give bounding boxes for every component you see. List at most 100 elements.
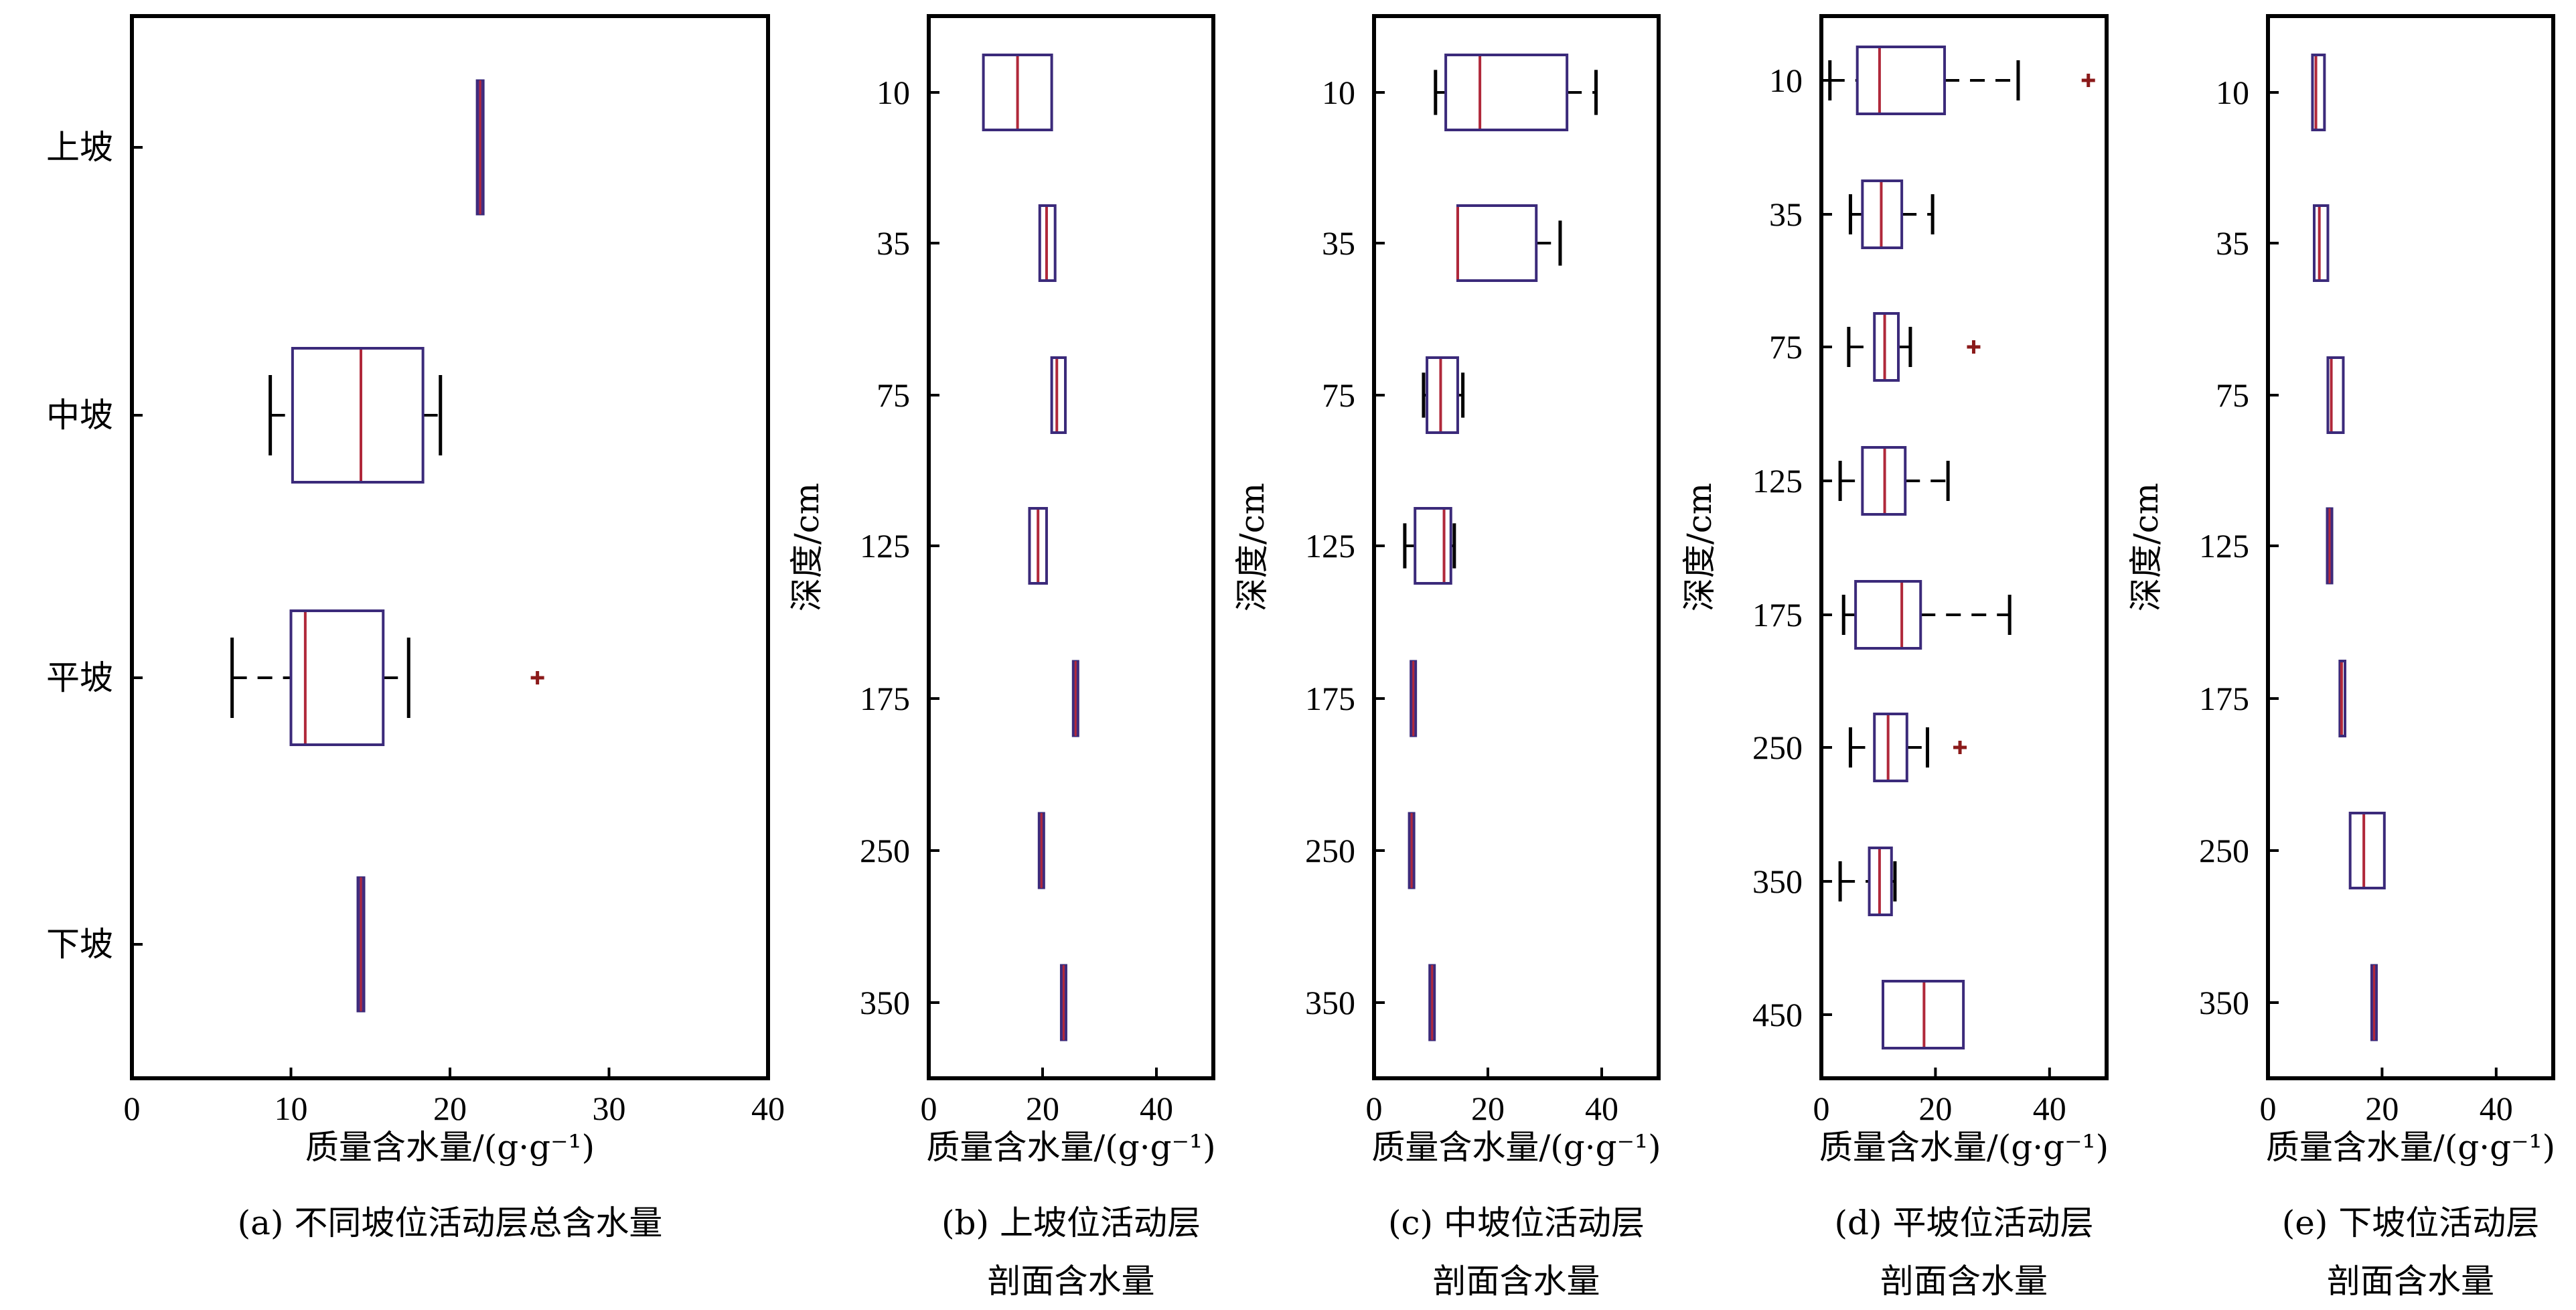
box-350	[1059, 964, 1067, 1041]
x-tick-label: 30	[593, 1090, 626, 1127]
x-tick-label: 0	[124, 1090, 141, 1127]
box-中坡	[269, 347, 443, 484]
box-450	[1882, 980, 1965, 1049]
box-iqr	[2348, 812, 2386, 889]
y-tick-label: 35	[1322, 224, 1355, 262]
box-平坡	[230, 609, 544, 746]
y-tick-label: 35	[2216, 224, 2249, 262]
box-250	[1408, 812, 1416, 889]
box-75	[2326, 356, 2345, 434]
box-iqr	[1456, 204, 1538, 282]
box-iqr	[2338, 660, 2347, 737]
x-tick-label: 20	[1918, 1090, 1952, 1127]
box-iqr	[982, 54, 1053, 131]
box-175	[1841, 580, 2012, 650]
box-iqr	[1861, 179, 1904, 249]
x-tick-label: 0	[1366, 1090, 1383, 1127]
y-tick-label: 35	[877, 224, 910, 262]
box-iqr	[1861, 446, 1907, 516]
box-35	[1456, 204, 1562, 282]
box-10	[1434, 54, 1598, 131]
box-iqr	[1050, 356, 1067, 434]
y-tick-label: 下坡	[46, 925, 113, 964]
box-iqr	[1426, 356, 1459, 434]
y-tick-label: 175	[1305, 680, 1355, 717]
x-axis-title: 质量含水量/(g·g⁻¹)	[926, 1128, 1215, 1167]
box-iqr	[291, 347, 425, 484]
y-axis-title: 深度/cm	[787, 483, 826, 611]
y-tick-label: 75	[1769, 328, 1803, 366]
box-iqr	[2311, 54, 2326, 131]
y-tick-label: 125	[1305, 527, 1355, 565]
y-tick-label: 350	[1305, 984, 1355, 1021]
plot-frame	[2266, 14, 2555, 1080]
box-iqr	[1873, 312, 1900, 382]
box-75	[1422, 356, 1465, 434]
y-tick-label: 250	[1752, 729, 1803, 766]
box-iqr	[1414, 507, 1452, 585]
x-tick-label: 40	[2033, 1090, 2066, 1127]
y-tick-label: 平坡	[46, 658, 113, 697]
x-tick-label: 10	[275, 1090, 308, 1127]
panel-caption: 剖面含水量	[2327, 1262, 2494, 1301]
box-350	[1838, 847, 1897, 916]
plot-frame	[130, 14, 770, 1080]
panel-caption: (b) 上坡位活动层	[941, 1204, 1201, 1242]
box-10	[1828, 46, 2095, 115]
panel-caption: (c) 中坡位活动层	[1388, 1204, 1645, 1242]
y-tick-label: 10	[2216, 74, 2249, 111]
y-tick-label: 75	[877, 376, 910, 414]
x-tick-label: 40	[2480, 1090, 2513, 1127]
box-175	[1410, 660, 1418, 737]
panel-caption: 剖面含水量	[988, 1262, 1155, 1301]
box-iqr	[1868, 847, 1893, 916]
x-axis-title: 质量含水量/(g·g⁻¹)	[1371, 1128, 1661, 1167]
box-35	[2313, 204, 2330, 282]
y-tick-label: 75	[1322, 376, 1355, 414]
y-axis-title: 深度/cm	[2127, 483, 2166, 611]
box-250	[1848, 713, 1967, 782]
panel-caption: (e) 下坡位活动层	[2282, 1204, 2540, 1242]
box-125	[1838, 446, 1950, 516]
x-tick-label: 0	[2260, 1090, 2277, 1127]
box-125	[1028, 507, 1048, 585]
y-tick-label: 350	[2199, 984, 2249, 1021]
box-iqr	[2313, 204, 2330, 282]
panel-caption: 剖面含水量	[1433, 1262, 1600, 1301]
y-tick-label: 250	[1305, 832, 1355, 869]
box-35	[1038, 204, 1057, 282]
y-tick-label: 250	[2199, 832, 2249, 869]
box-35	[1848, 179, 1935, 249]
y-tick-label: 125	[1752, 462, 1803, 500]
y-axis-title: 深度/cm	[1233, 483, 1272, 611]
outlier-point	[530, 671, 544, 684]
x-axis-title: 质量含水量/(g·g⁻¹)	[1819, 1128, 2109, 1167]
box-175	[2338, 660, 2347, 737]
x-tick-label: 40	[751, 1090, 785, 1127]
box-250	[1037, 812, 1045, 889]
y-tick-label: 175	[860, 680, 910, 717]
box-125	[1403, 507, 1456, 585]
box-125	[2326, 507, 2334, 585]
y-axis-title: 深度/cm	[1680, 483, 1719, 611]
box-iqr	[1854, 580, 1922, 650]
box-上坡	[475, 79, 485, 216]
box-175	[1071, 660, 1079, 737]
outlier-point	[1953, 741, 1967, 754]
x-tick-label: 20	[1471, 1090, 1505, 1127]
plot-frame	[1372, 14, 1661, 1080]
box-iqr	[2326, 356, 2345, 434]
outlier-point	[2081, 74, 2095, 87]
box-350	[2370, 964, 2378, 1041]
x-axis-title: 质量含水量/(g·g⁻¹)	[305, 1128, 595, 1167]
y-tick-label: 10	[1322, 74, 1355, 111]
x-tick-label: 20	[433, 1090, 467, 1127]
y-tick-label: 125	[860, 527, 910, 565]
plot-frame	[927, 14, 1215, 1080]
plot-frame	[1819, 14, 2109, 1080]
